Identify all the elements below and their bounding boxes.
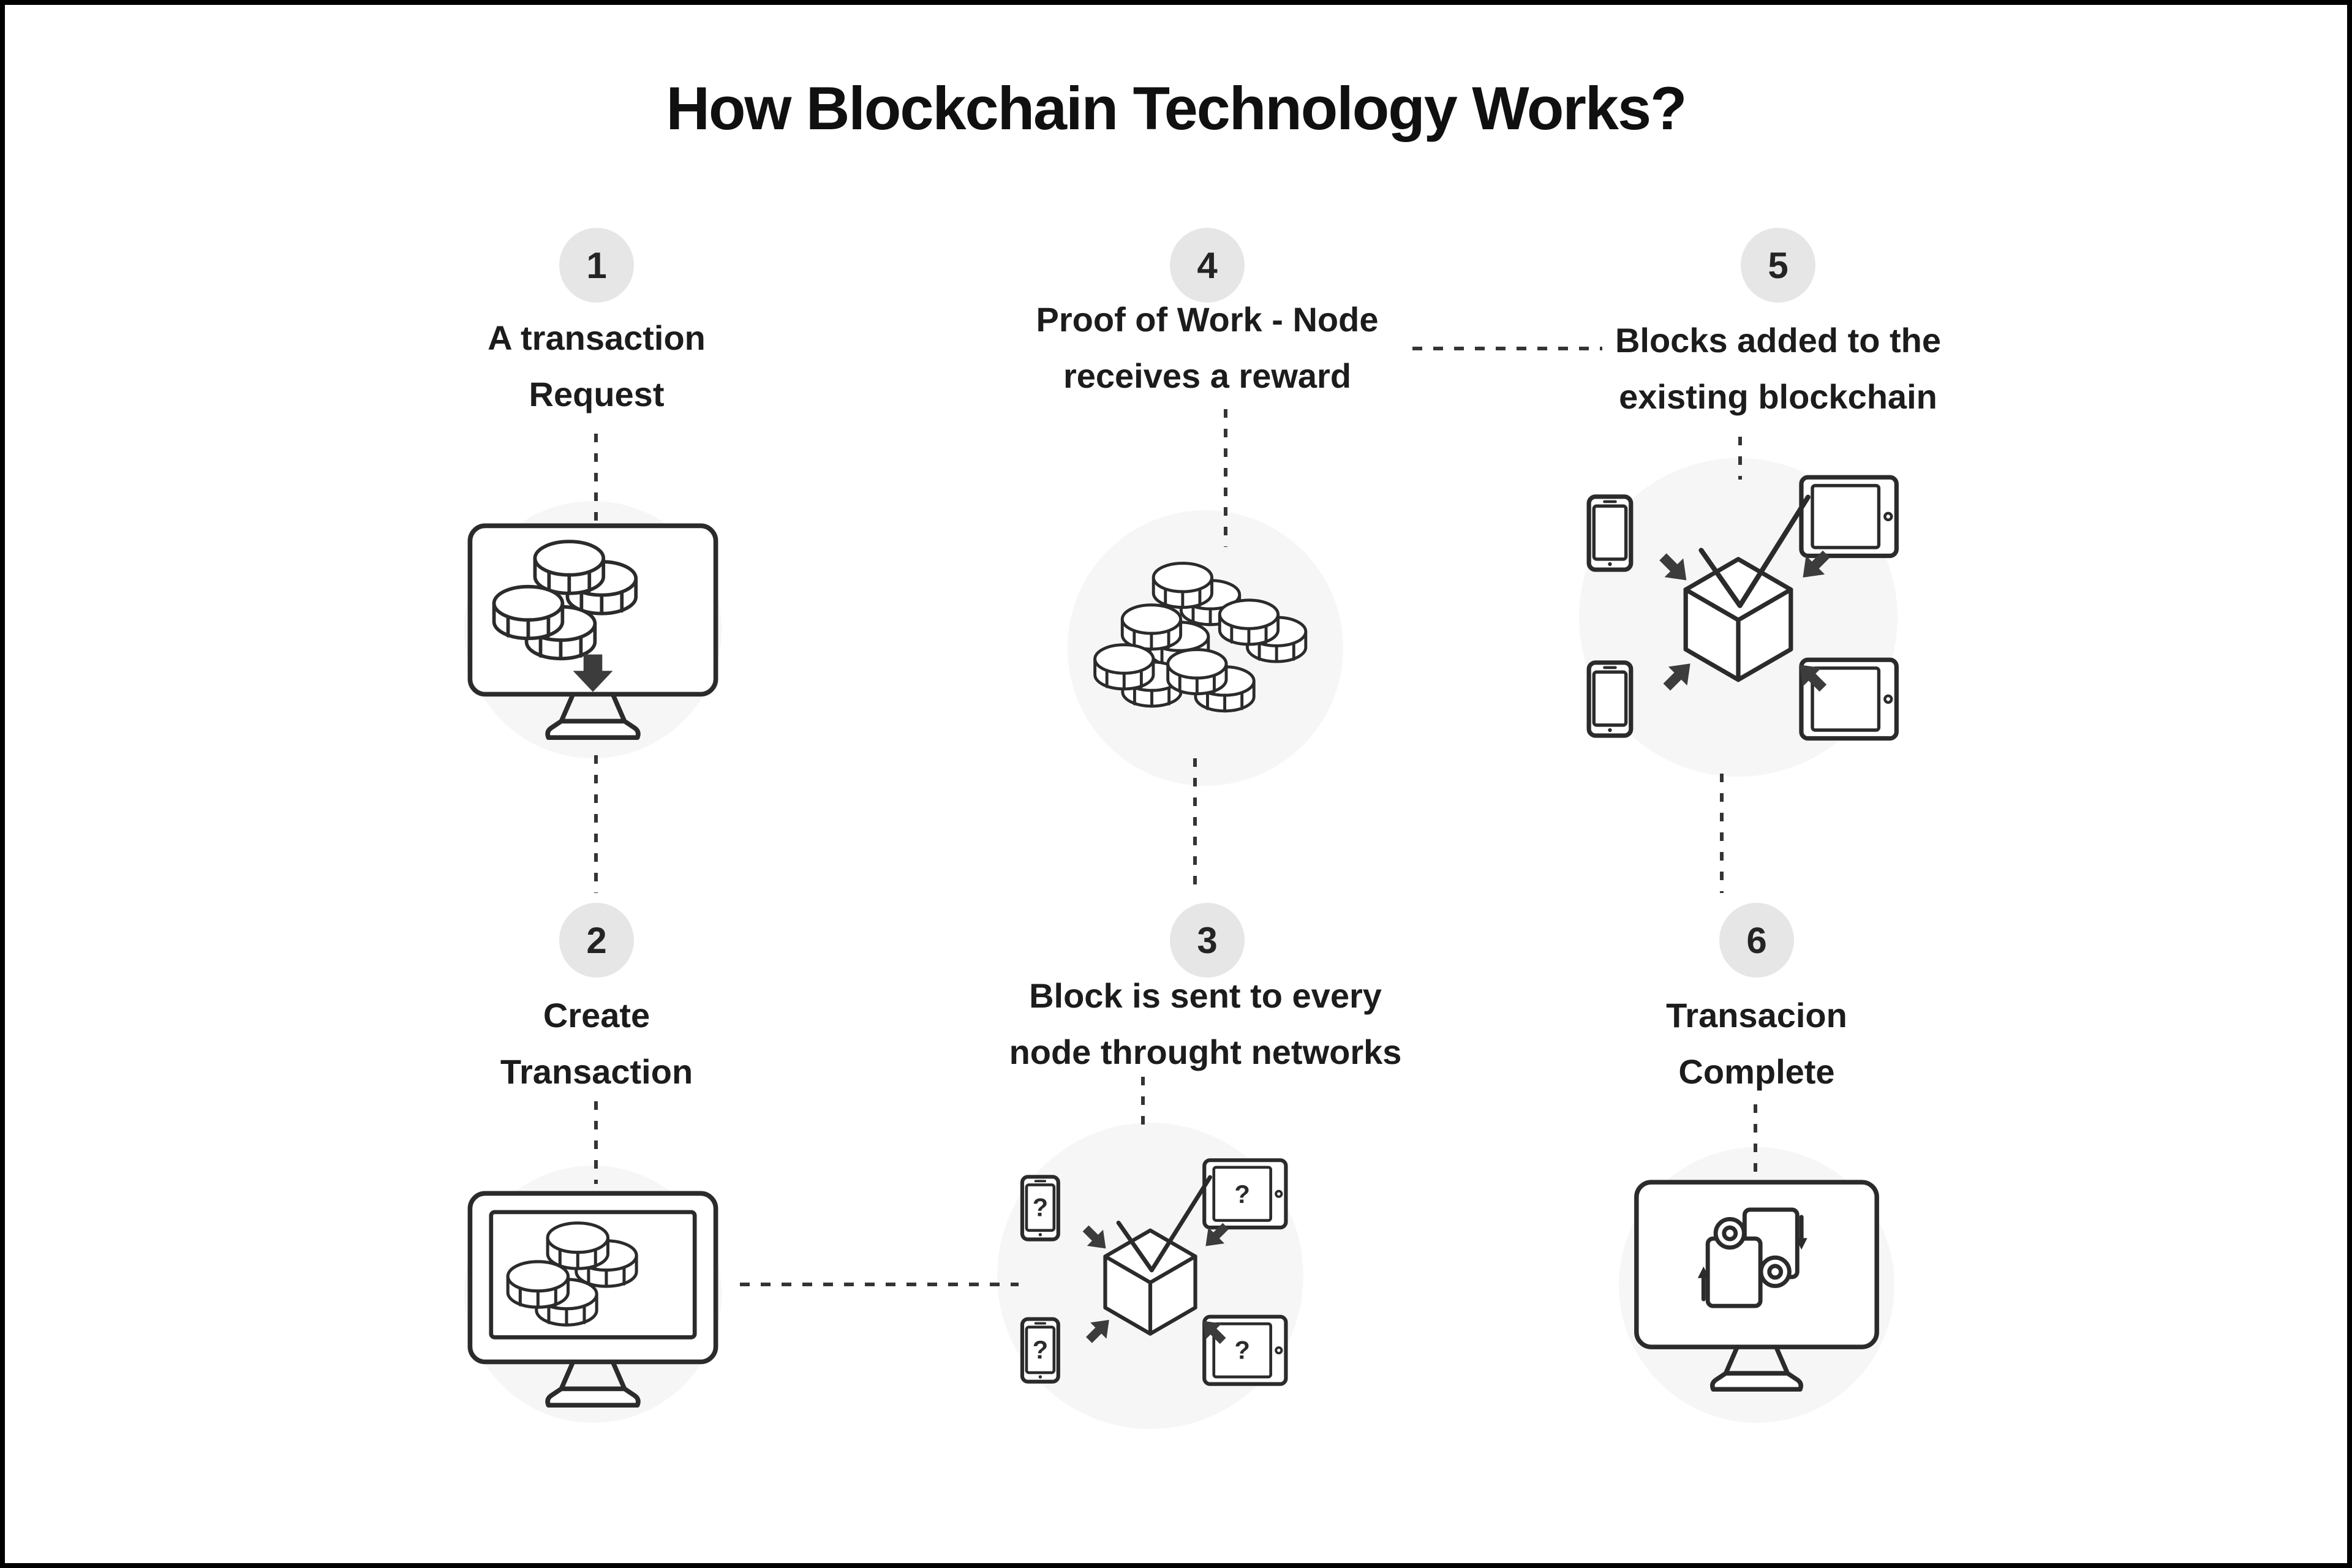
- block-cube-icon: [1105, 1231, 1195, 1334]
- step-6-label-line-1: Transacion: [1666, 996, 1847, 1035]
- step-1-badge: 1: [559, 228, 634, 303]
- monitor-coins-arrow-icon: [458, 518, 728, 740]
- question-mark-label: ?: [1033, 1193, 1049, 1222]
- question-mark-label: ?: [1234, 1180, 1250, 1208]
- step-5-badge: 5: [1741, 228, 1815, 303]
- page-title: How Blockchain Technology Works?: [666, 74, 1687, 142]
- connector-step5-to-step6: [1720, 774, 1724, 893]
- inward-arrow-icon: [1654, 548, 1696, 590]
- phone-icon: [1589, 663, 1631, 736]
- step-4-label-line-1: Proof of Work - Node: [1036, 300, 1379, 339]
- connector-step4-to-step5: [1412, 347, 1602, 350]
- step-4-badge: 4: [1170, 228, 1245, 303]
- inward-arrow-icon: [1077, 1220, 1114, 1256]
- step-2-label-line-2: Transaction: [500, 1052, 693, 1091]
- cube-network-icon: [1567, 455, 1910, 765]
- step-2-badge: 2: [559, 903, 634, 978]
- step-3-label-line-1: Block is sent to every: [1029, 976, 1382, 1015]
- step-5-label-line-2: existing blockchain: [1619, 377, 1937, 416]
- connector-step6-text-to-icon: [1754, 1104, 1757, 1172]
- step-1-label-line-1: A transaction: [488, 318, 706, 357]
- connector-step4-text-to-icon: [1224, 409, 1227, 547]
- step-1-label-line-2: Request: [529, 375, 665, 413]
- coins-pile-icon: [1080, 553, 1325, 726]
- step-4-label: Proof of Work - Node receives a reward: [901, 292, 1513, 404]
- cube-network-question-icon: ? ? ? ?: [1003, 1141, 1297, 1407]
- connector-step2-text-to-icon: [594, 1101, 598, 1184]
- inward-arrow-icon: [1657, 654, 1700, 696]
- screen-bezel: [489, 1210, 697, 1340]
- step-3-label-line-2: node throught networks: [1009, 1033, 1402, 1071]
- step-4-label-line-2: receives a reward: [1063, 356, 1352, 395]
- step-3-badge: 3: [1170, 903, 1245, 978]
- monitor-coins-icon: [458, 1185, 728, 1408]
- step-2-label-line-1: Create: [543, 996, 650, 1035]
- check-mark-icon: [1116, 1175, 1213, 1273]
- check-mark-icon: [1698, 494, 1811, 608]
- down-arrow-icon: [573, 654, 613, 692]
- step-6-badge: 6: [1719, 903, 1794, 978]
- connector-step5-text-to-icon: [1738, 437, 1742, 480]
- connector-step2-to-step3: [740, 1283, 1019, 1286]
- connector-step3-text-to-icon: [1141, 1077, 1145, 1135]
- step-5-label-line-1: Blocks added to the: [1615, 321, 1942, 360]
- connector-step3-to-step4: [1193, 758, 1197, 893]
- step-6-label: Transacion Complete: [1450, 987, 2063, 1100]
- question-mark-label: ?: [1234, 1336, 1250, 1365]
- block-cube-icon: [1686, 559, 1791, 680]
- step-5-label: Blocks added to the existing blockchain: [1472, 312, 2084, 425]
- inward-arrow-icon: [1081, 1312, 1117, 1348]
- step-1-label: A transaction Request: [290, 310, 903, 423]
- monitor-transfer-icon: [1625, 1174, 1888, 1392]
- coins-icon: [1219, 600, 1306, 662]
- question-mark-label: ?: [1033, 1335, 1049, 1364]
- phone-icon: [1589, 497, 1631, 570]
- tablet-icon: [1801, 477, 1896, 556]
- step-2-label: Create Transaction: [290, 987, 903, 1100]
- coins-icon: [1168, 650, 1254, 711]
- connector-step1-text-to-icon: [594, 434, 598, 526]
- step-3-label: Block is sent to every node throught net…: [899, 968, 1512, 1080]
- step-6-label-line-2: Complete: [1678, 1052, 1835, 1091]
- connector-step1-to-step2: [594, 755, 598, 893]
